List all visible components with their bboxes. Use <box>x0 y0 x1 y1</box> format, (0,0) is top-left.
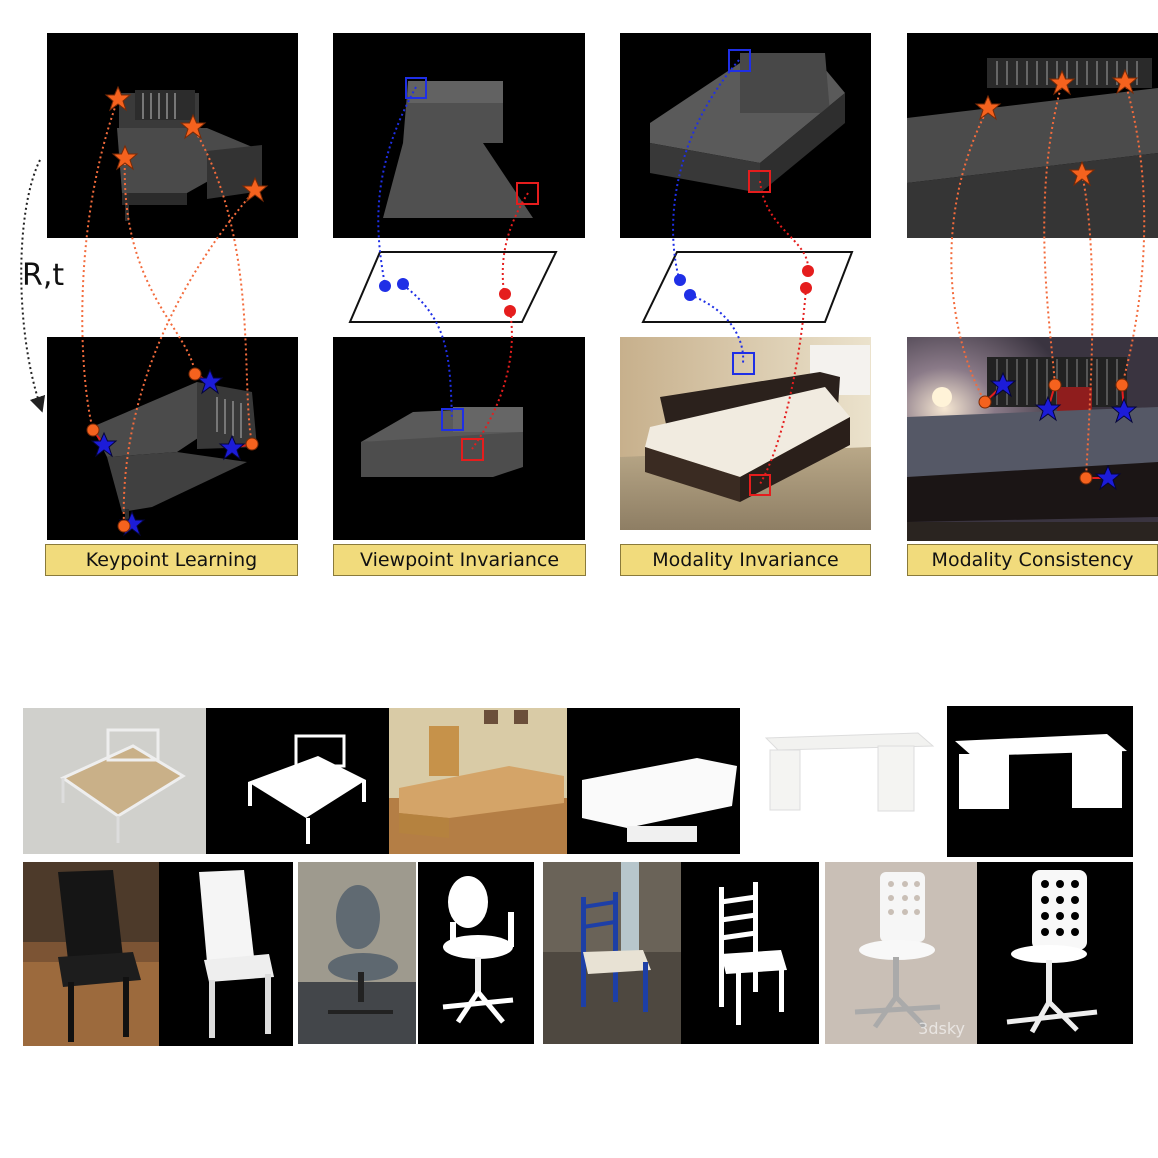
bedroom-photo-2 <box>907 337 1158 541</box>
watermark-text: 3dsky <box>918 1019 965 1038</box>
thumb-desk-photo <box>758 708 941 854</box>
thumb-bedroom-wood-photo <box>389 708 567 854</box>
thumb-ladder-chair-mask <box>681 862 819 1044</box>
caption-modality-invariance: Modality Invariance <box>620 544 871 576</box>
bed-render-top-4 <box>907 58 1158 238</box>
bed-render-bottom-2 <box>361 407 523 477</box>
image-plane-viewpoint <box>348 251 558 323</box>
thumb-office-chair-mask <box>418 862 534 1044</box>
bed-render-top-3 <box>650 53 845 193</box>
thumb-bed-mask-2 <box>567 708 740 854</box>
thumb-blue-chair-photo <box>543 862 681 1044</box>
thumb-chair-leather-photo <box>23 862 159 1046</box>
thumb-white-chair-photo: 3dsky <box>825 862 977 1044</box>
panel-top-modality-invariance <box>620 33 871 238</box>
transform-label: R,t <box>22 258 65 293</box>
image-plane-modality <box>641 251 854 323</box>
thumb-white-chair-mask <box>977 862 1133 1044</box>
caption-keypoint-learning: Keypoint Learning <box>45 544 298 576</box>
bed-render-top-1 <box>117 90 262 221</box>
panel-bottom-keypoint-learning <box>47 337 298 540</box>
caption-viewpoint-invariance: Viewpoint Invariance <box>333 544 586 576</box>
thumb-chair-mask-1 <box>159 862 293 1046</box>
bedroom-photo-1 <box>620 337 871 530</box>
panel-bottom-viewpoint-invariance <box>333 337 585 540</box>
bed-render-bottom-1 <box>92 382 257 527</box>
panel-top-modality-consistency <box>907 33 1158 238</box>
photo-bedroom-modality-invariance <box>620 337 871 530</box>
panel-top-keypoint-learning <box>47 33 298 238</box>
bed-render-top-2 <box>383 81 533 218</box>
thumb-bed-mask-1 <box>206 708 389 854</box>
thumb-desk-mask <box>947 706 1133 857</box>
thumb-office-chair-photo <box>298 862 416 1044</box>
thumb-bed-render-gray <box>23 708 206 854</box>
caption-modality-consistency: Modality Consistency <box>907 544 1158 576</box>
panel-top-viewpoint-invariance <box>333 33 585 238</box>
photo-bedroom-modality-consistency <box>907 337 1158 541</box>
